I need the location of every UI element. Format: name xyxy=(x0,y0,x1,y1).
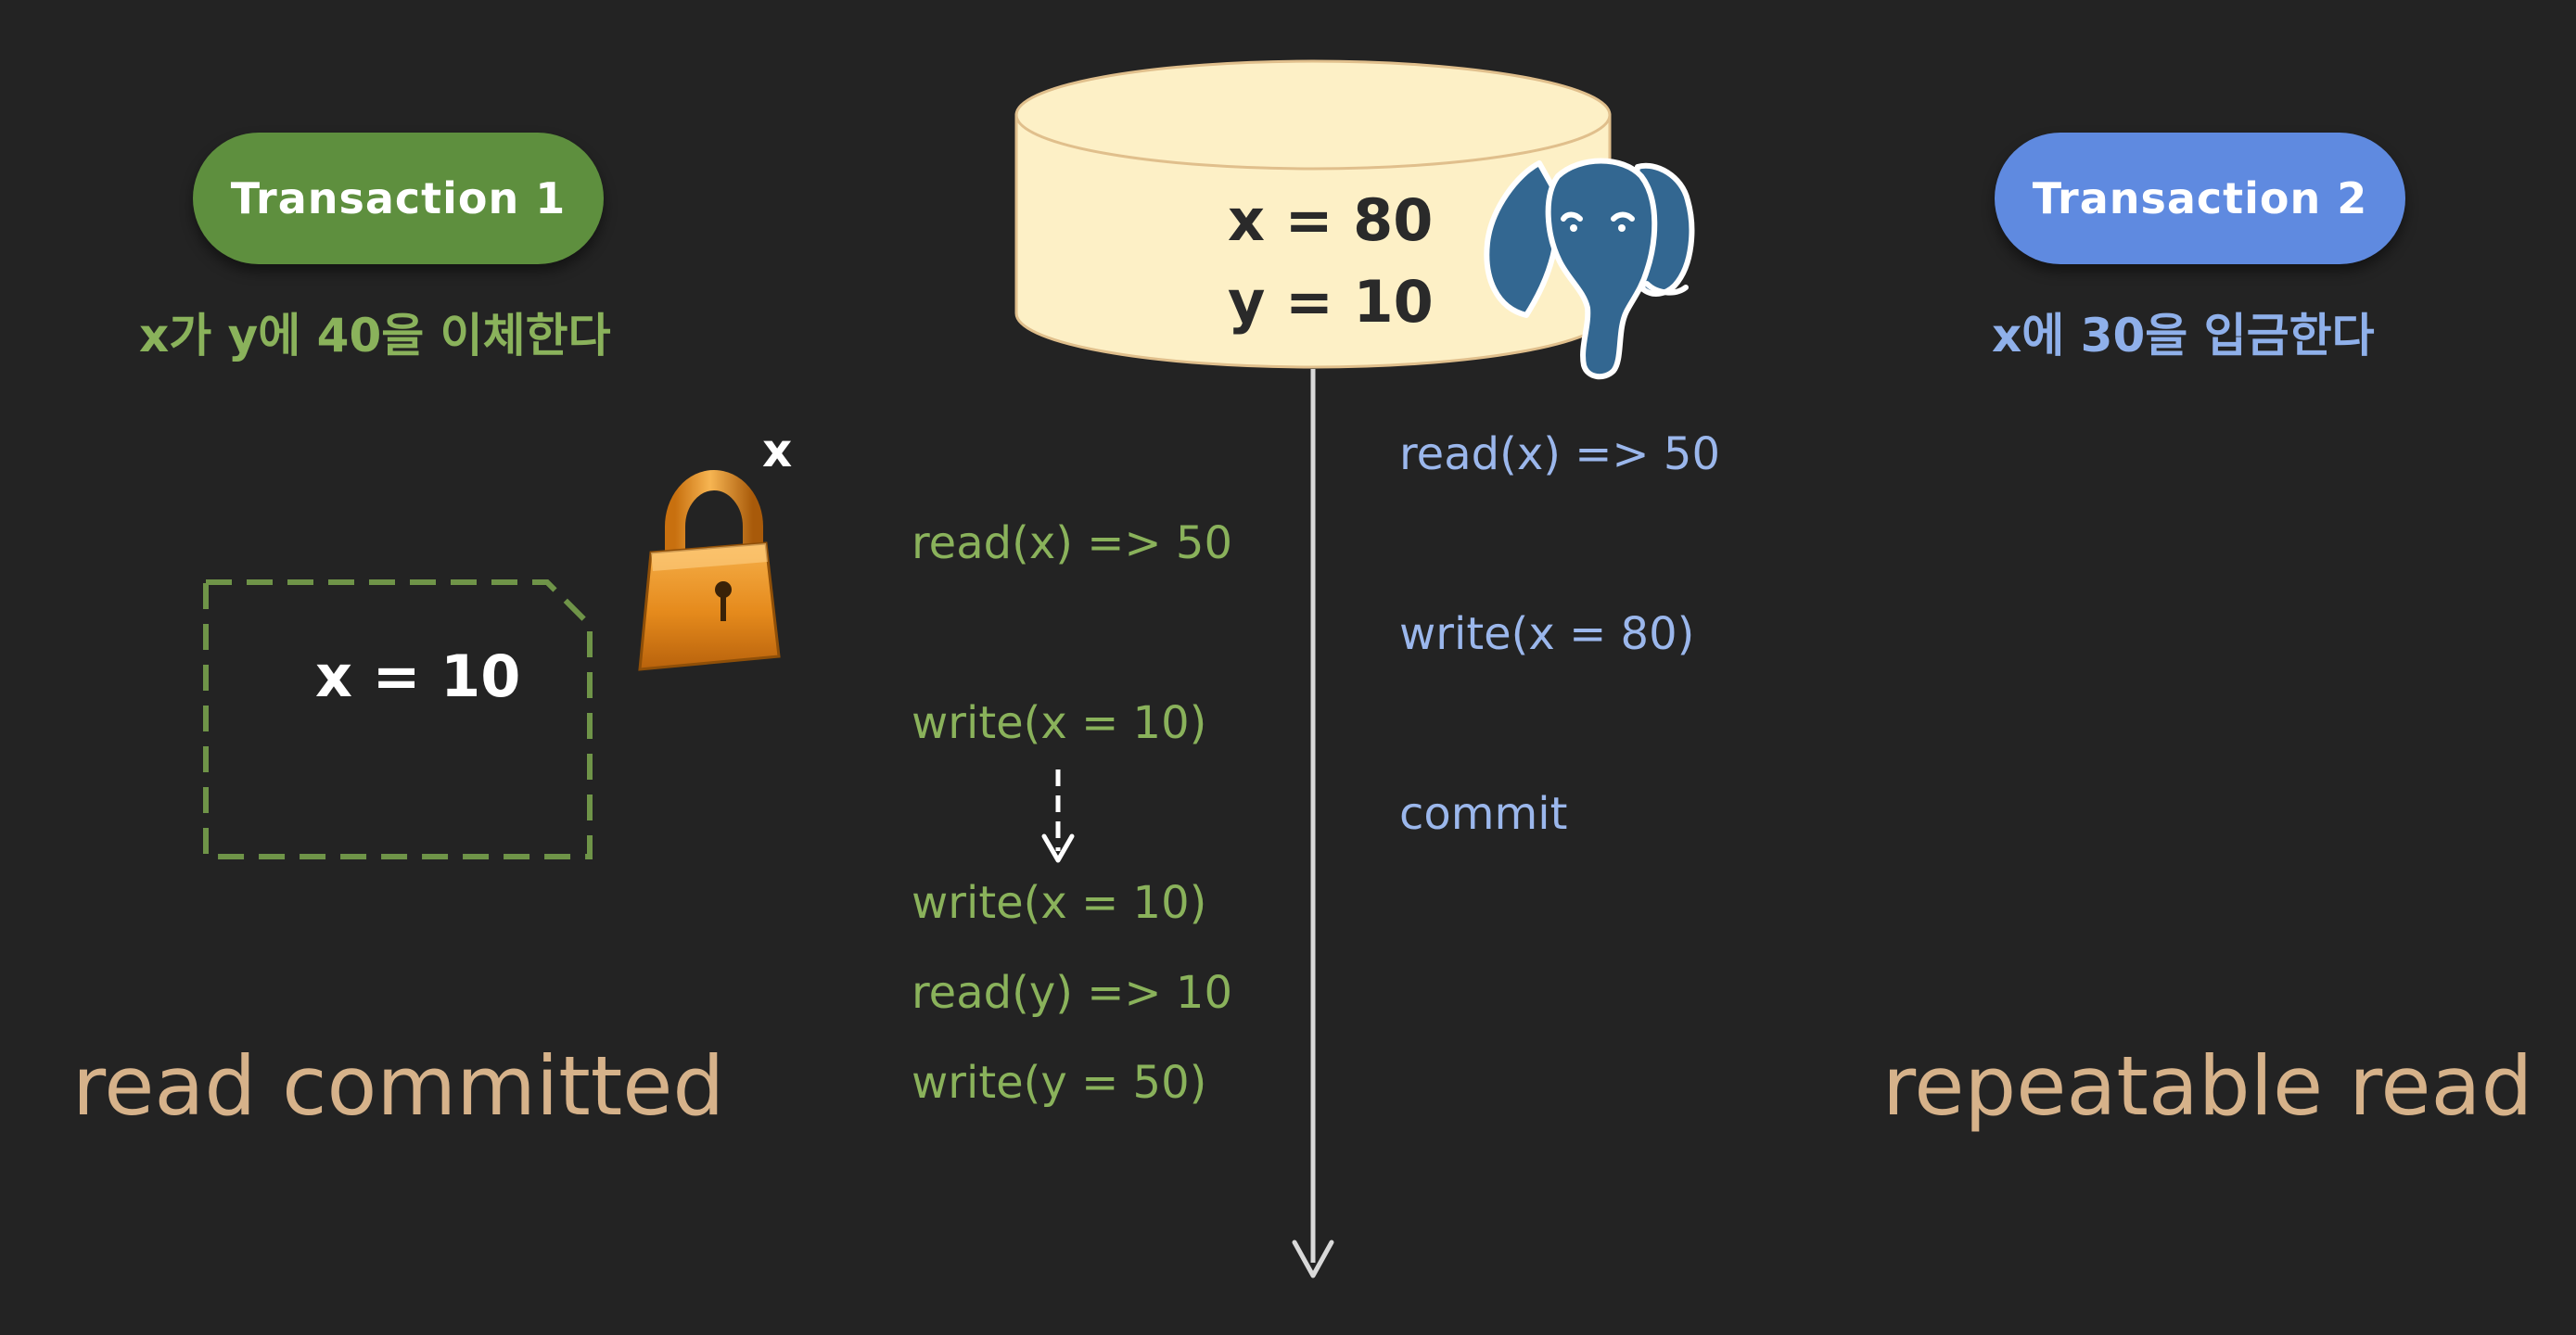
t1-isolation-level: read committed xyxy=(72,1038,725,1134)
t1-operation-write-x-retry: write(x = 10) xyxy=(912,877,1207,929)
transaction-1-pill: Transaction 1 xyxy=(193,133,604,264)
transaction-2-description: x에 30을 입금한다 xyxy=(1992,309,2375,362)
t1-operation-write-x: write(x = 10) xyxy=(912,697,1207,749)
t1-operation-read-x: read(x) => 50 xyxy=(912,517,1232,569)
transaction-1-label: Transaction 1 xyxy=(230,173,567,223)
database-cylinder xyxy=(1014,59,1612,369)
timeline-arrow xyxy=(1292,369,1334,1278)
t1-operation-write-y: write(y = 50) xyxy=(912,1057,1207,1109)
lock-label: x xyxy=(762,424,793,477)
padlock-icon xyxy=(638,470,781,671)
transaction-1-description: x가 y에 40을 이체한다 xyxy=(139,309,611,362)
transaction-2-pill: Transaction 2 xyxy=(1995,133,2405,264)
snapshot-box xyxy=(203,579,593,859)
snapshot-value: x = 10 xyxy=(315,642,521,710)
t2-operation-write-x: write(x = 80) xyxy=(1399,608,1695,660)
dashed-down-arrow xyxy=(1041,769,1075,863)
t2-isolation-level: repeatable read xyxy=(1882,1038,2533,1134)
database-x-value: x = 80 xyxy=(1228,186,1434,254)
postgresql-elephant-icon xyxy=(1484,158,1695,380)
t2-operation-commit: commit xyxy=(1399,788,1568,840)
database-y-value: y = 10 xyxy=(1228,268,1434,336)
transaction-2-label: Transaction 2 xyxy=(2032,173,2368,223)
t1-operation-read-y: read(y) => 10 xyxy=(912,967,1232,1019)
t2-operation-read-x: read(x) => 50 xyxy=(1399,428,1720,480)
